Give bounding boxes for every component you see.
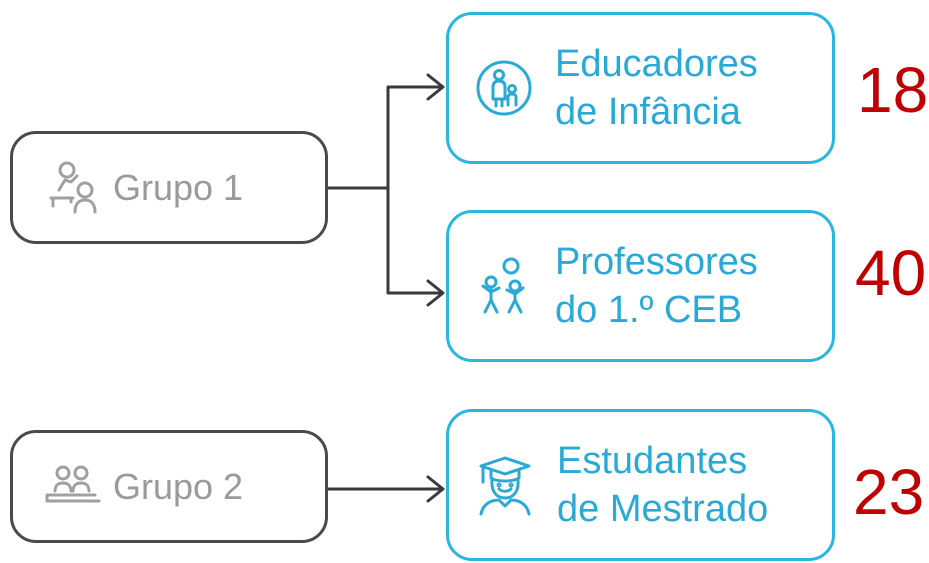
educadores-label: Educadores de Infância [555,40,758,136]
professores-count: 40 [855,237,927,309]
estudantes-count: 23 [853,456,925,528]
estudantes-label-line2: de Mestrado [557,488,769,530]
estudantes-node: Estudantes de Mestrado [446,409,835,561]
professores-label-line1: Professores [555,241,758,283]
educadores-node: Educadores de Infância [446,12,835,164]
professores-label-line2: do 1.º CEB [555,289,743,331]
parent-child-icon [476,60,532,116]
estudantes-label: Estudantes de Mestrado [557,437,768,533]
graduate-icon [479,456,531,516]
grupo-1-node: Grupo 1 [10,131,328,244]
educadores-label-line1: Educadores [555,43,758,85]
children-group-icon [481,257,525,314]
connector-grupo1-professores [386,186,442,295]
professores-node: Professores do 1.º CEB [446,210,835,362]
arrowhead-estudantes [426,475,445,503]
grupo-2-node: Grupo 2 [10,430,328,543]
grupo-1-label: Grupo 1 [113,166,244,208]
seminar-group-icon [45,465,101,502]
connector-grupo1-educadores [326,85,442,190]
professores-label: Professores do 1.º CEB [555,238,758,334]
arrowhead-professores [426,279,445,307]
educadores-label-line2: de Infância [555,91,741,133]
arrowhead-educadores [426,73,445,101]
estudantes-label-line1: Estudantes [557,440,748,482]
grupo-2-label: Grupo 2 [113,465,244,507]
teacher-student-icon [49,161,97,213]
educadores-count: 18 [857,54,929,126]
